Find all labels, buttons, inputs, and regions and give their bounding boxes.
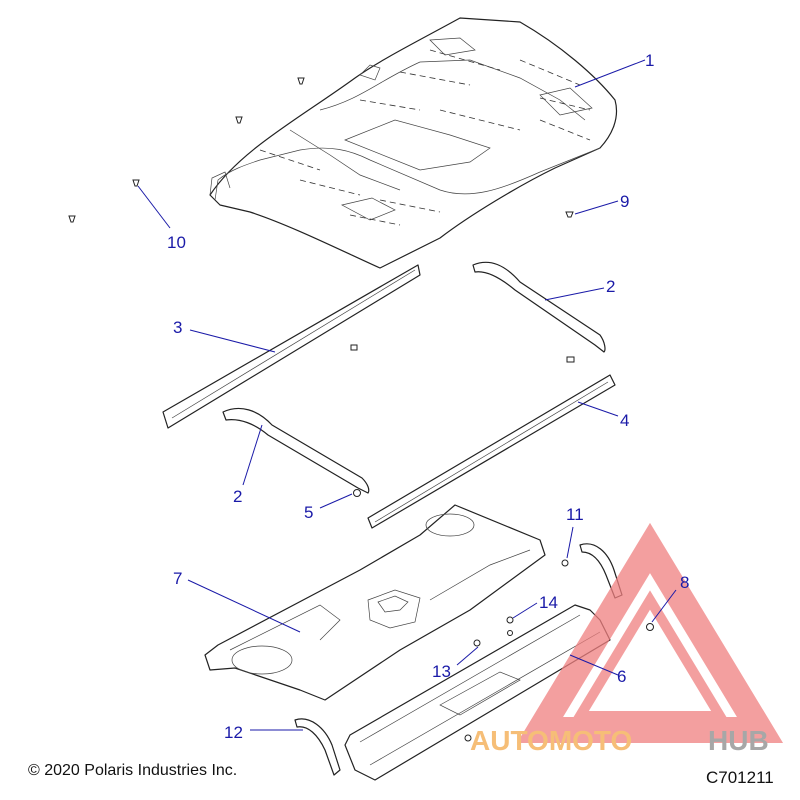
- callout-10: 10: [167, 233, 186, 252]
- fastener-9: [565, 211, 574, 218]
- rail-4: [367, 374, 616, 529]
- callout-12: 12: [224, 723, 243, 742]
- automotohub-watermark: AUTOMOTO HUB: [470, 522, 784, 756]
- callout-14: 14: [539, 593, 558, 612]
- leader-lines: [137, 59, 677, 731]
- nuts: [350, 344, 575, 497]
- callout-4: 4: [620, 411, 629, 430]
- callout-11: 11: [566, 505, 584, 524]
- callout-8: 8: [680, 573, 689, 592]
- callout-9: 9: [620, 192, 629, 211]
- watermark-text-b: HUB: [708, 725, 769, 756]
- trim-2-lower: [222, 407, 370, 494]
- callout-5: 5: [304, 503, 313, 522]
- callout-labels: 1 2 2 3 4 5 6 7 8 9 10 11 12 13 14: [167, 51, 689, 742]
- callout-13: 13: [432, 662, 451, 681]
- callout-2b: 2: [233, 487, 242, 506]
- callout-1: 1: [645, 51, 654, 70]
- trim-12: [294, 718, 341, 776]
- callout-7: 7: [173, 569, 182, 588]
- roof-part: [209, 17, 618, 269]
- diagram-part-number: C701211: [706, 768, 774, 787]
- copyright-notice: © 2020 Polaris Industries Inc.: [28, 762, 238, 779]
- callout-2a: 2: [606, 277, 615, 296]
- callout-3: 3: [173, 318, 182, 337]
- fasteners-small: [464, 559, 569, 742]
- side-rail-3: [162, 264, 421, 429]
- trim-2-upper: [472, 261, 606, 353]
- headliner-7: [204, 504, 546, 701]
- screw-fasteners-10: [68, 77, 305, 223]
- watermark-text-a: AUTOMOTO: [470, 725, 632, 756]
- callout-6: 6: [617, 667, 626, 686]
- watermark-triangle: [516, 522, 784, 743]
